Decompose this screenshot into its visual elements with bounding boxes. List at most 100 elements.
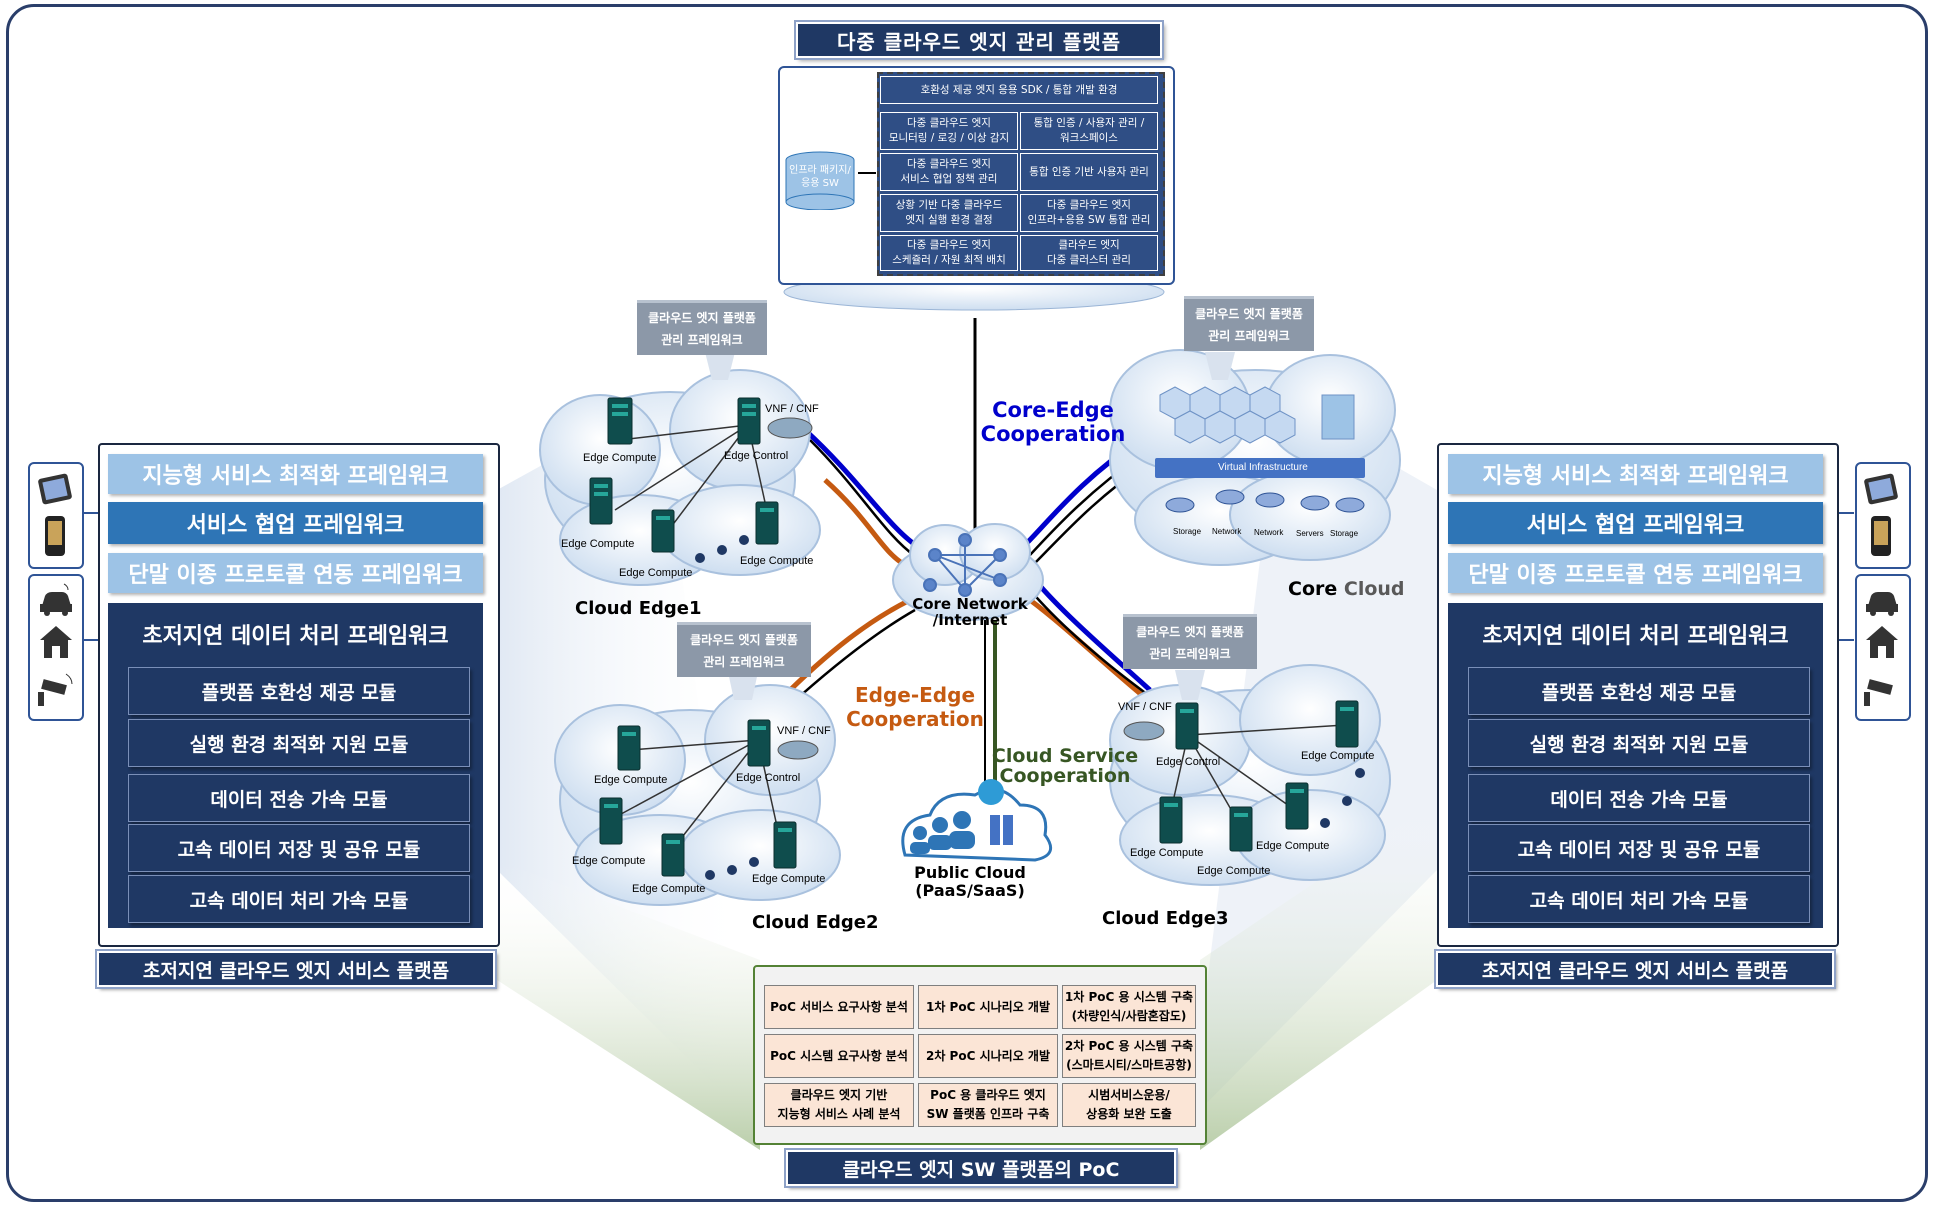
left-module: 고속 데이터 저장 및 공유 모듈	[128, 824, 470, 872]
infra-item: Storage	[1330, 529, 1359, 538]
left-protocol-bar: 단말 이종 프로토콜 연동 프레임워크	[108, 553, 483, 593]
cloud-edge1-topology	[589, 397, 813, 563]
server-label: Edge Compute	[752, 873, 826, 885]
virtual-infra-label: Virtual Infrastructure	[1218, 462, 1308, 473]
poc-cell: 1차 PoC 시나리오 개발	[918, 985, 1058, 1029]
server-label: Edge Compute	[1256, 840, 1330, 852]
server-label: Edge Control	[736, 772, 801, 784]
vnf-label: VNF / CNF	[777, 725, 831, 737]
server-label: Edge Compute	[561, 538, 635, 550]
public-cloud-label: Public Cloud (PaaS/SaaS)	[914, 863, 1026, 900]
mgmt-cell: 다중 클라우드 엣지 스케쥴러 / 자원 최적 배치	[880, 235, 1018, 271]
db-connector	[858, 172, 876, 174]
poc-cell: 시범서비스운용/ 상용화 보완 도출	[1062, 1083, 1196, 1127]
right-module: 고속 데이터 저장 및 공유 모듈	[1468, 824, 1810, 872]
right-module: 데이터 전송 가속 모듈	[1468, 774, 1810, 822]
poc-cell: 2차 PoC 용 시스템 구축 (스마트시티/스마트공항)	[1062, 1034, 1196, 1078]
server-label: Edge Compute	[1197, 865, 1271, 877]
tablet-icon	[38, 472, 72, 508]
phone-icon	[42, 515, 68, 557]
db-label: 인프라 패키지/ 응용 SW	[789, 165, 851, 189]
right-service-collab-bar: 서비스 협업 프레임워크	[1448, 502, 1823, 544]
server-label: Edge Compute	[583, 452, 657, 464]
core-cloud-label: Core Cloud	[1288, 578, 1405, 600]
core-network-label: Core Network /Internet	[912, 595, 1028, 629]
mgmt-cell: 다중 클라우드 엣지 모니터링 / 로깅 / 이상 감지	[880, 112, 1018, 150]
server-label: Edge Compute	[619, 567, 693, 579]
mgmt-framework-tag: 클라우드 엣지 플랫폼 관리 프레임워크	[677, 622, 811, 677]
left-ultra-title: 초저지연 데이터 처리 프레임워크	[142, 624, 449, 649]
right-module: 고속 데이터 처리 가속 모듈	[1468, 875, 1810, 923]
db-icon	[784, 150, 856, 211]
infra-item: Storage	[1173, 527, 1202, 536]
mgmt-cell: 다중 클라우드 엣지 인프라+응용 SW 통합 관리	[1020, 194, 1158, 232]
core-cloud-infra	[1155, 386, 1365, 513]
left-service-collab-bar: 서비스 협업 프레임워크	[108, 502, 483, 544]
edge-edge-cooperation-label: Edge-Edge Cooperation	[846, 683, 984, 731]
cloud-edge3-topology	[1123, 700, 1365, 852]
car-icon	[36, 582, 76, 618]
left-module: 플랫폼 호환성 제공 모듈	[128, 667, 470, 715]
right-ultra-title: 초저지연 데이터 처리 프레임워크	[1482, 624, 1789, 649]
mgmt-platform-title: 다중 클라우드 엣지 관리 플랫폼	[796, 22, 1162, 58]
server-label: Edge Compute	[740, 555, 814, 567]
smart-home-icon	[1862, 622, 1902, 662]
infra-item: Network	[1254, 528, 1284, 537]
cctv-icon	[36, 670, 76, 708]
sdk-bar: 호환성 제공 엣지 응용 SDK / 통합 개발 환경	[880, 76, 1158, 104]
mgmt-framework-tag: 클라우드 엣지 플랫폼 관리 프레임워크	[1184, 296, 1314, 351]
phone-icon	[1868, 515, 1894, 557]
left-module: 데이터 전송 가속 모듈	[128, 774, 470, 822]
core-edge-cooperation-label: Core-Edge Cooperation	[980, 398, 1126, 446]
server-label: Edge Compute	[572, 855, 646, 867]
poc-cell: 1차 PoC 용 시스템 구축 (차량인식/사람혼잡도)	[1062, 985, 1196, 1029]
poc-cell: PoC 용 클라우드 엣지 SW 플랫폼 인프라 구축	[918, 1083, 1058, 1127]
smart-home-icon	[36, 622, 76, 662]
left-module: 고속 데이터 처리 가속 모듈	[128, 875, 470, 923]
vnf-label: VNF / CNF	[765, 403, 819, 415]
left-panel-caption: 초저지연 클라우드 엣지 서비스 플랫폼	[97, 951, 495, 987]
poc-cell: PoC 서비스 요구사항 분석	[764, 985, 914, 1029]
server-label: Edge Compute	[632, 883, 706, 895]
core-cloud-label-b: Cloud	[1337, 578, 1405, 600]
mgmt-cell: 상황 기반 다중 클라우드 엣지 실행 환경 결정	[880, 194, 1018, 232]
left-green-fan	[497, 860, 760, 1150]
mgmt-framework-tag: 클라우드 엣지 플랫폼 관리 프레임워크	[1123, 614, 1257, 669]
tablet-icon	[1864, 472, 1898, 508]
right-protocol-bar: 단말 이종 프로토콜 연동 프레임워크	[1448, 553, 1823, 593]
cloud-edge3-label: Cloud Edge3	[1102, 908, 1229, 929]
core-cloud-label-a: Core	[1288, 578, 1338, 600]
server-label: Edge Compute	[1130, 847, 1204, 859]
right-module: 플랫폼 호환성 제공 모듈	[1468, 667, 1810, 715]
mgmt-cell: 다중 클라우드 엣지 서비스 협업 정책 관리	[880, 153, 1018, 191]
cloud-edge2-label: Cloud Edge2	[752, 912, 879, 933]
poc-caption: 클라우드 엣지 SW 플랫폼의 PoC	[786, 1150, 1176, 1186]
right-green-fan	[1200, 800, 1437, 1150]
right-panel-caption: 초저지연 클라우드 엣지 서비스 플랫폼	[1436, 951, 1834, 987]
cloud-edge2-topology	[599, 719, 819, 880]
right-module: 실행 환경 최적화 지원 모듈	[1468, 719, 1810, 767]
mgmt-cell: 통합 인증 기반 사용자 관리	[1020, 153, 1158, 191]
server-label: Edge Control	[1156, 756, 1221, 768]
car-icon	[1862, 582, 1902, 618]
poc-cell: 클라우드 엣지 기반 지능형 서비스 사례 분석	[764, 1083, 914, 1127]
mgmt-framework-tag: 클라우드 엣지 플랫폼 관리 프레임워크	[637, 300, 767, 355]
infra-item: Network	[1212, 527, 1242, 536]
right-intelligent-service-bar: 지능형 서비스 최적화 프레임워크	[1448, 454, 1823, 494]
server-label: Edge Compute	[1301, 750, 1375, 762]
left-intelligent-service-bar: 지능형 서비스 최적화 프레임워크	[108, 454, 483, 494]
cctv-icon	[1862, 670, 1902, 708]
server-label: Edge Compute	[594, 774, 668, 786]
cloud-edge1-label: Cloud Edge1	[575, 598, 702, 619]
mgmt-cell: 통합 인증 / 사용자 관리 / 워크스페이스	[1020, 112, 1158, 150]
infra-item: Servers	[1296, 529, 1324, 538]
poc-cell: PoC 시스템 요구사항 분석	[764, 1034, 914, 1078]
cloud-service-cooperation-label: Cloud Service Cooperation	[991, 745, 1139, 787]
vnf-label: VNF / CNF	[1118, 701, 1172, 713]
left-module: 실행 환경 최적화 지원 모듈	[128, 719, 470, 767]
mgmt-cell: 클라우드 엣지 다중 클러스터 관리	[1020, 235, 1158, 271]
poc-cell: 2차 PoC 시나리오 개발	[918, 1034, 1058, 1078]
server-label: Edge Control	[724, 450, 789, 462]
outer-frame	[6, 4, 1928, 1202]
